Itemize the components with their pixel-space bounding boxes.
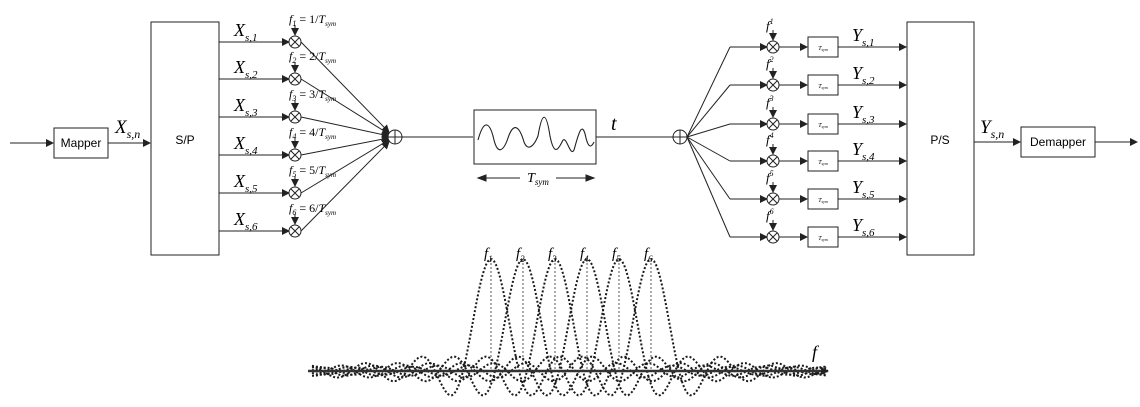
mixer-cross [768, 80, 778, 90]
integrator-label: Tsym [818, 46, 828, 52]
mixer-cross [768, 42, 778, 52]
carrier-frequency-label: f6 = 6/Tsym [289, 201, 336, 217]
subcarrier-frequency-label: f3 [548, 246, 557, 264]
time-signal-box [473, 109, 597, 165]
subcarrier-symbol-label: Xs,4 [233, 133, 258, 157]
rx-output-label: Ys,6 [852, 215, 875, 239]
transmitter-section [10, 21, 220, 256]
integrator-label: Tsym [818, 160, 828, 166]
mixer-cross [290, 37, 300, 47]
split-line [686, 46, 731, 138]
subcarrier-spectrum [311, 258, 827, 397]
symbol-period-indicator [476, 174, 596, 182]
rx-output-label: Ys,1 [852, 25, 875, 49]
rx-splitter [672, 129, 688, 145]
subcarrier-lobe [312, 258, 827, 397]
sp-block [150, 21, 220, 256]
frequency-axis-label: f [812, 342, 820, 362]
mixer-cross [290, 188, 300, 198]
rx-output-label: Ys,3 [852, 102, 875, 126]
subcarrier-lobe [311, 258, 827, 397]
mixer-cross [768, 232, 778, 242]
mixer-cross [768, 194, 778, 204]
split-line [686, 136, 731, 238]
rx-labels: Tsymf1Ys,1Tsymf2Ys,2Tsymf3Ys,3Tsymf4Ys,4… [766, 17, 875, 242]
split-line [686, 136, 731, 200]
subcarrier-frequency-label: f4 [580, 246, 589, 264]
carrier-frequency-label: f3 = 3/Tsym [289, 87, 336, 103]
mixer-cross [290, 74, 300, 84]
subcarrier-symbol-label: Xs,6 [233, 209, 258, 233]
carrier-frequency-label: f5 = 5/Tsym [289, 163, 336, 179]
to-summer-line [300, 135, 390, 156]
symbol-period-label: Tsym [527, 171, 549, 187]
subcarrier-symbol-label: Xs,5 [233, 171, 258, 195]
integrator-label: Tsym [818, 198, 828, 204]
subcarrier-lobe [311, 258, 827, 397]
rx-carrier-label: f2 [766, 55, 774, 71]
carrier-frequency-label: f2 = 2/Tsym [289, 49, 336, 65]
rx-carrier-label: f3 [766, 94, 774, 110]
integrator-label: Tsym [818, 84, 828, 90]
rx-output-label: Ys,4 [852, 139, 875, 163]
subcarrier-frequency-label: f1 [484, 246, 493, 264]
tx-summer [387, 129, 403, 145]
subcarrier-lobe [311, 258, 827, 397]
subcarrier-lobe [311, 258, 827, 397]
ps-label: P/S [930, 133, 949, 147]
to-summer-line [300, 140, 390, 232]
mixer-cross [290, 112, 300, 122]
sp-label: S/P [175, 133, 194, 147]
rx-carrier-label: f5 [766, 169, 774, 185]
rx-carrier-label: f1 [766, 17, 774, 33]
to-summer-line [300, 41, 390, 133]
subcarrier-symbol-label: Xs,1 [233, 20, 258, 44]
mixer-cross [768, 119, 778, 129]
mixer-cross [768, 156, 778, 166]
integrator-label: Tsym [818, 236, 828, 242]
split-line [686, 123, 731, 138]
subcarrier-frequency-label: f6 [644, 246, 653, 264]
carrier-frequency-label: f1 = 1/Tsym [289, 12, 336, 28]
output-symbol: Ys,n [980, 117, 1004, 141]
rx-output-label: Ys,2 [852, 63, 875, 87]
to-summer-line [300, 139, 390, 194]
mixer-cross [290, 150, 300, 160]
split-line [686, 136, 731, 162]
to-summer-line [300, 78, 390, 135]
subcarrier-symbol-label: Xs,2 [233, 57, 258, 81]
time-label: t [611, 113, 617, 135]
mixer-cross [290, 226, 300, 236]
demapper-label: Demapper [1030, 135, 1086, 149]
subcarrier-labels: f1 f2 f3 f4 f5 f6 [484, 246, 653, 264]
input-symbol: Xs,n [114, 117, 140, 141]
integrator-label: Tsym [818, 123, 828, 129]
subcarrier-lobe [311, 258, 826, 397]
rx-branches [686, 30, 907, 248]
rx-carrier-label: f6 [766, 207, 774, 223]
subcarrier-symbol-label: Xs,3 [233, 95, 258, 119]
subcarrier-frequency-label: f5 [612, 246, 621, 264]
mapper-label: Mapper [61, 136, 102, 150]
subcarrier-frequency-label: f2 [516, 246, 525, 264]
to-summer-line [300, 116, 390, 139]
rx-output-label: Ys,5 [852, 177, 875, 201]
ps-block [906, 21, 975, 256]
rx-carrier-label: f4 [766, 131, 774, 147]
split-line [686, 84, 731, 138]
time-waveform [477, 116, 595, 153]
tx-branches [219, 25, 390, 238]
carrier-frequency-label: f4 = 4/Tsym [289, 125, 336, 141]
